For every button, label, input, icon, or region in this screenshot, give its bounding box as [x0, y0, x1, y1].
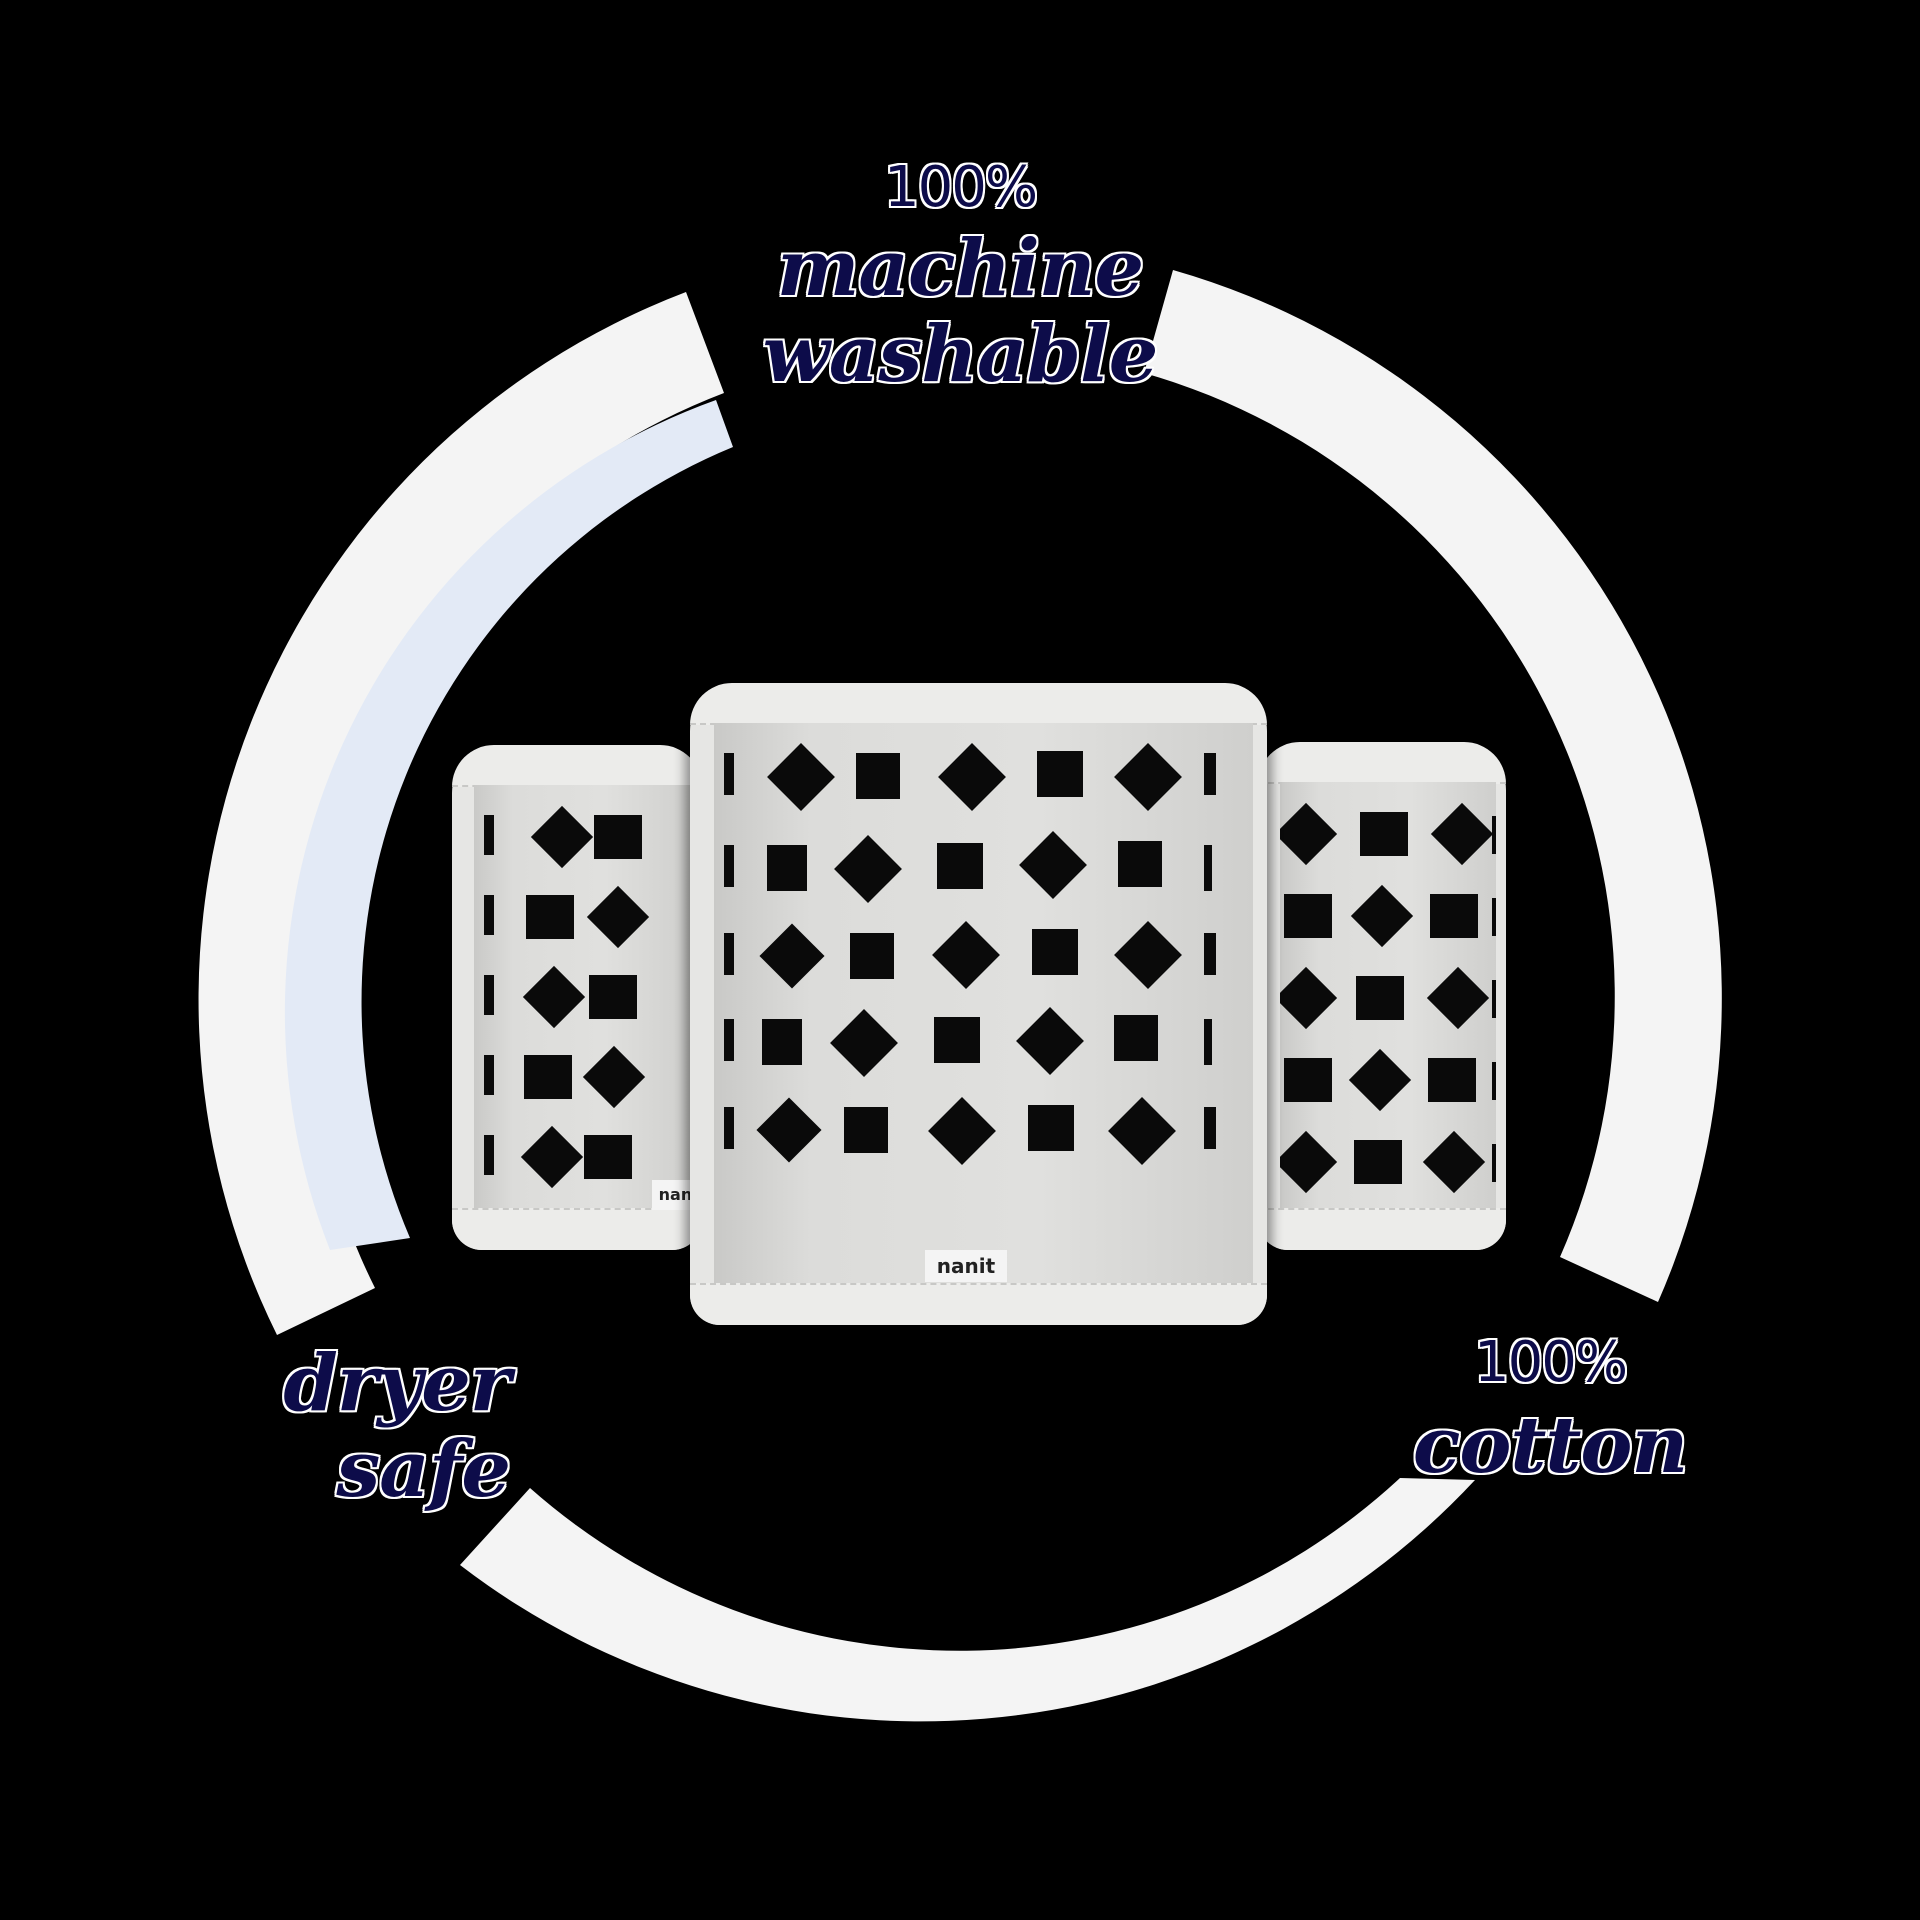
feature-text-line2: washable [762, 309, 1159, 400]
ring-arc-bottom [460, 1478, 1475, 1722]
product-band-front: nanit [690, 683, 1267, 1325]
feature-percent: 100% [883, 155, 1038, 220]
product-band-left: nanit [452, 745, 712, 1250]
brand-tag: nanit [925, 1250, 1007, 1282]
feature-percent: 100% [1473, 1330, 1628, 1395]
ring-arc-left [198, 292, 724, 1335]
band-hem [690, 1283, 1267, 1325]
feature-label-cotton: 100% cotton [1410, 1335, 1690, 1485]
ring-arc-left-accent [284, 400, 733, 1250]
feature-text-line1: dryer [283, 1338, 511, 1429]
band-hem [1258, 742, 1506, 784]
feature-text-line2: safe [336, 1424, 511, 1515]
band-hem [452, 1208, 702, 1250]
band-fabric [714, 723, 1253, 1285]
ring-arc-right [1144, 270, 1722, 1302]
feature-text-line1: machine [776, 223, 1144, 314]
band-hem [690, 683, 1267, 725]
feature-text-line1: cotton [1412, 1400, 1688, 1491]
band-fabric [474, 785, 692, 1210]
band-hem [452, 745, 702, 787]
feature-label-machine-washable: 100% machine washable [700, 160, 1220, 402]
feature-label-dryer-safe: dryer safe [200, 1338, 511, 1517]
band-hem [1258, 1208, 1506, 1250]
product-band-right [1258, 742, 1506, 1250]
band-fabric [1280, 782, 1496, 1210]
